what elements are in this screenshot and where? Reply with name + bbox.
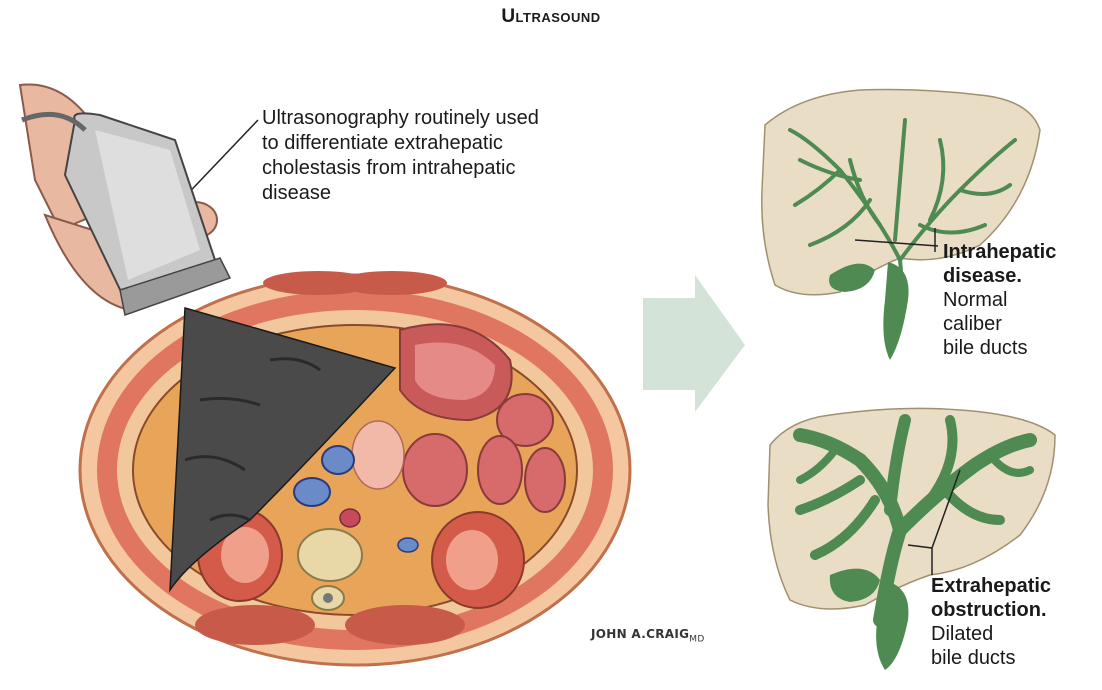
caption-line: cholestasis from intrahepatic [262, 157, 516, 179]
extrahepatic-heading: Extrahepatic [931, 575, 1052, 597]
intrahepatic-label: Intrahepatic disease. Normal caliber bil… [943, 240, 1056, 360]
signature-suffix: MD [689, 634, 705, 645]
liver-normal-ducts [761, 88, 1041, 360]
extrahepatic-leader-line [907, 544, 933, 549]
intrahepatic-desc: Normal [943, 289, 1008, 311]
signature-name: JOHN A.CRAIG [591, 627, 690, 641]
ultrasound-caption: Ultrasonography routinely used to differ… [262, 106, 592, 206]
intrahepatic-desc: caliber [943, 313, 1002, 335]
ultrasound-probe [18, 83, 232, 316]
intrahepatic-heading: disease. [943, 265, 1022, 287]
abdomen-cross-section [78, 271, 632, 667]
intrahepatic-desc: bile ducts [943, 337, 1028, 359]
intrahepatic-leader-line [854, 239, 939, 247]
caption-line: to differentiate extrahepatic [262, 132, 503, 154]
extrahepatic-desc: bile ducts [931, 647, 1016, 669]
transition-arrow [643, 275, 745, 412]
extrahepatic-label: Extrahepatic obstruction. Dilated bile d… [931, 574, 1051, 670]
figure-title: Ultrasound [501, 6, 601, 27]
artist-signature: JOHN A.CRAIGMD [591, 627, 705, 644]
caption-line: Ultrasonography routinely used [262, 107, 539, 129]
extrahepatic-desc: Dilated [931, 623, 994, 645]
caption-line: disease [262, 182, 331, 204]
liver-dilated-ducts [767, 407, 1056, 670]
ultrasound-fan [169, 307, 397, 593]
extrahepatic-heading: obstruction. [931, 599, 1047, 621]
intrahepatic-heading: Intrahepatic [943, 241, 1057, 263]
